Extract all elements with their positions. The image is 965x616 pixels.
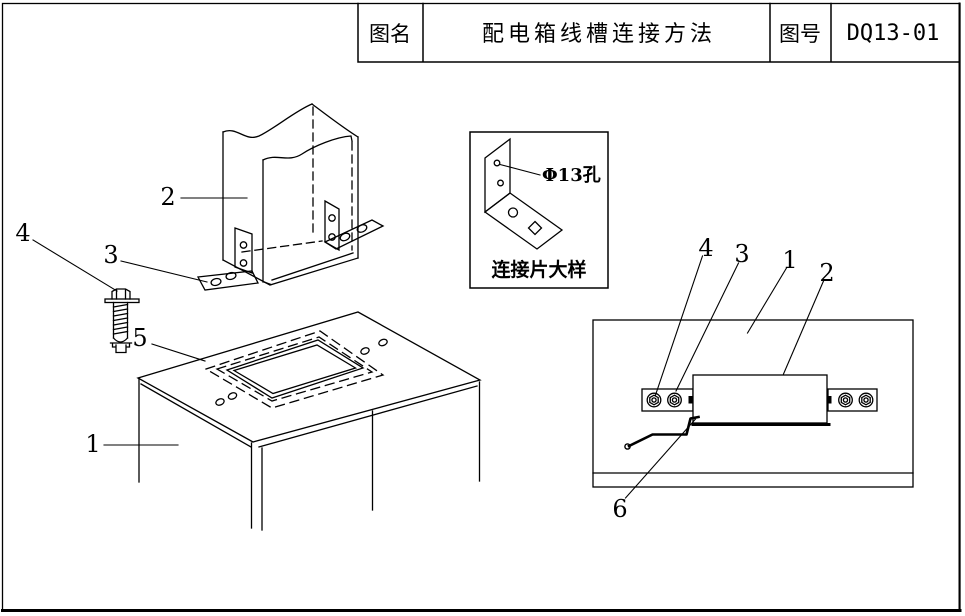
iso-callouts: 4 3 2 5 1 — [15, 183, 248, 458]
cabinet-panel — [592, 319, 914, 488]
side-callouts: 4 3 1 2 6 — [612, 234, 834, 523]
connector-right — [323, 199, 385, 252]
connector-left — [196, 227, 259, 291]
iso-callout-1: 1 — [85, 430, 100, 458]
trough-section — [688, 374, 832, 426]
side-leader-1 — [746, 267, 788, 334]
duct-hidden-edges — [241, 106, 353, 253]
iso-leader-4 — [32, 239, 118, 292]
bolt-right-2 — [858, 392, 874, 408]
side-view: 4 3 1 2 6 — [592, 234, 914, 523]
iso-callout-2: 2 — [160, 183, 175, 211]
detail-caption: 连接片大样 — [491, 258, 586, 281]
side-leader-6 — [624, 418, 697, 499]
bolt-left-2 — [667, 392, 682, 408]
hole-leader — [499, 163, 541, 176]
title-name-label: 图名 — [369, 22, 411, 46]
iso-leader-3 — [120, 260, 208, 283]
iso-callout-5: 5 — [132, 324, 147, 352]
title-number-label: 图号 — [779, 22, 821, 46]
detail-hole-label: Φ13孔 — [542, 165, 601, 186]
anchor-base — [109, 342, 133, 354]
side-callout-6: 6 — [612, 495, 627, 523]
drawing-number: DQ13-01 — [847, 21, 940, 46]
diamond-hole — [527, 220, 543, 236]
ground-wire — [624, 415, 701, 450]
cabinet-opening — [225, 339, 365, 399]
side-leader-3 — [675, 262, 740, 392]
knockout-dashed-outline — [204, 330, 385, 409]
iso-callout-3: 3 — [103, 241, 118, 269]
detail-box: Φ13孔 连接片大样 — [469, 131, 609, 289]
title-block-grid — [357, 2, 961, 63]
side-callout-3: 3 — [734, 240, 749, 268]
title-block: 图名 配电箱线槽连接方法 图号 DQ13-01 — [357, 2, 961, 63]
iso-leader-5 — [151, 343, 206, 362]
anchor-bolt — [104, 288, 140, 343]
side-leader-2 — [782, 280, 825, 375]
cabinet-3d — [136, 311, 482, 531]
side-callout-1: 1 — [782, 246, 797, 274]
iso-view: 4 3 2 5 1 — [15, 103, 482, 531]
bolt-right-1 — [838, 392, 853, 408]
duct-3d — [222, 103, 359, 286]
side-leader-4 — [654, 255, 704, 396]
iso-callout-4: 4 — [15, 219, 30, 247]
bolt-left-1 — [646, 392, 662, 408]
detail-box-frame — [469, 131, 609, 289]
cabinet-top-holes — [215, 338, 388, 406]
drawing-title: 配电箱线槽连接方法 — [482, 22, 716, 47]
connector-plate-detail — [483, 137, 564, 250]
side-callout-2: 2 — [819, 259, 834, 287]
side-callout-4: 4 — [698, 234, 713, 262]
